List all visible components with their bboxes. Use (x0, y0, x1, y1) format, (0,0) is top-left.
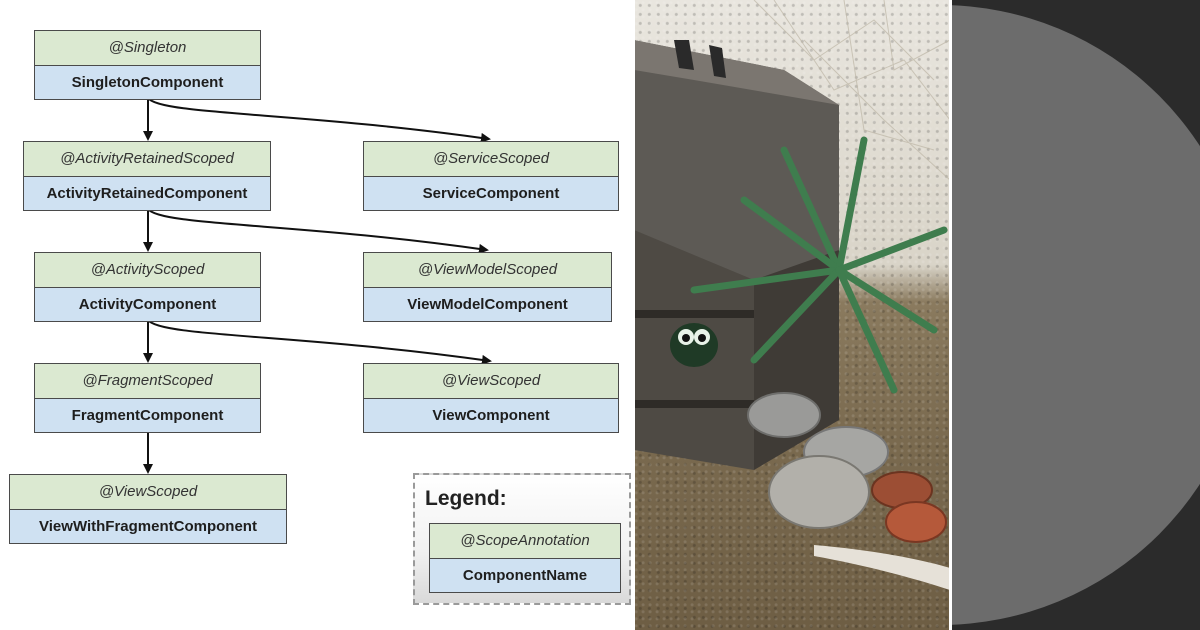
node-scope-label: @FragmentScoped (35, 364, 260, 399)
legend-component-label: ComponentName (430, 559, 620, 592)
node-component-label: ViewModelComponent (364, 288, 611, 321)
gray-circle-shape (950, 5, 1200, 625)
node-component-label: ViewWithFragmentComponent (10, 510, 286, 543)
edge-activity-to-view (147, 319, 492, 365)
legend-title: Legend: (425, 487, 507, 510)
node-fragment: @FragmentScoped FragmentComponent (34, 363, 261, 433)
treasure-chest-photo (634, 0, 950, 630)
node-scope-label: @ViewScoped (10, 475, 286, 510)
panel-divider (949, 0, 952, 630)
node-activity: @ActivityScoped ActivityComponent (34, 252, 261, 322)
photo-illustration (634, 0, 950, 590)
node-scope-label: @ActivityScoped (35, 253, 260, 288)
node-view: @ViewScoped ViewComponent (363, 363, 619, 433)
node-scope-label: @ActivityRetainedScoped (24, 142, 270, 177)
node-viewmodel: @ViewModelScoped ViewModelComponent (363, 252, 612, 322)
dark-decorative-panel (950, 0, 1200, 630)
panel-divider (632, 0, 635, 630)
glass-frog-figurine (670, 323, 718, 367)
hilt-component-hierarchy-diagram: @Singleton SingletonComponent @ActivityR… (9, 30, 631, 605)
node-component-label: SingletonComponent (35, 66, 260, 99)
node-view-with-fragment: @ViewScoped ViewWithFragmentComponent (9, 474, 287, 544)
fishing-net (753, 0, 950, 181)
fern-plant (690, 136, 948, 394)
coins (747, 392, 947, 543)
node-component-label: ViewComponent (364, 399, 618, 432)
node-component-label: ServiceComponent (364, 177, 618, 210)
edge-singleton-to-service (147, 97, 491, 143)
node-component-label: FragmentComponent (35, 399, 260, 432)
node-scope-label: @Singleton (35, 31, 260, 66)
legend-scope-label: @ScopeAnnotation (430, 524, 620, 559)
node-scope-label: @ViewModelScoped (364, 253, 611, 288)
node-component-label: ActivityRetainedComponent (24, 177, 270, 210)
legend-node: @ScopeAnnotation ComponentName (429, 523, 621, 593)
node-scope-label: @ServiceScoped (364, 142, 618, 177)
diagram-edges (143, 97, 492, 474)
edge-activity-retained-to-viewmodel (147, 208, 489, 254)
node-activity-retained: @ActivityRetainedScoped ActivityRetained… (23, 141, 271, 211)
node-singleton: @Singleton SingletonComponent (34, 30, 261, 100)
node-service: @ServiceScoped ServiceComponent (363, 141, 619, 211)
legend-box: Legend: @ScopeAnnotation ComponentName (413, 473, 631, 605)
node-component-label: ActivityComponent (35, 288, 260, 321)
node-scope-label: @ViewScoped (364, 364, 618, 399)
sea-shell (814, 545, 950, 590)
